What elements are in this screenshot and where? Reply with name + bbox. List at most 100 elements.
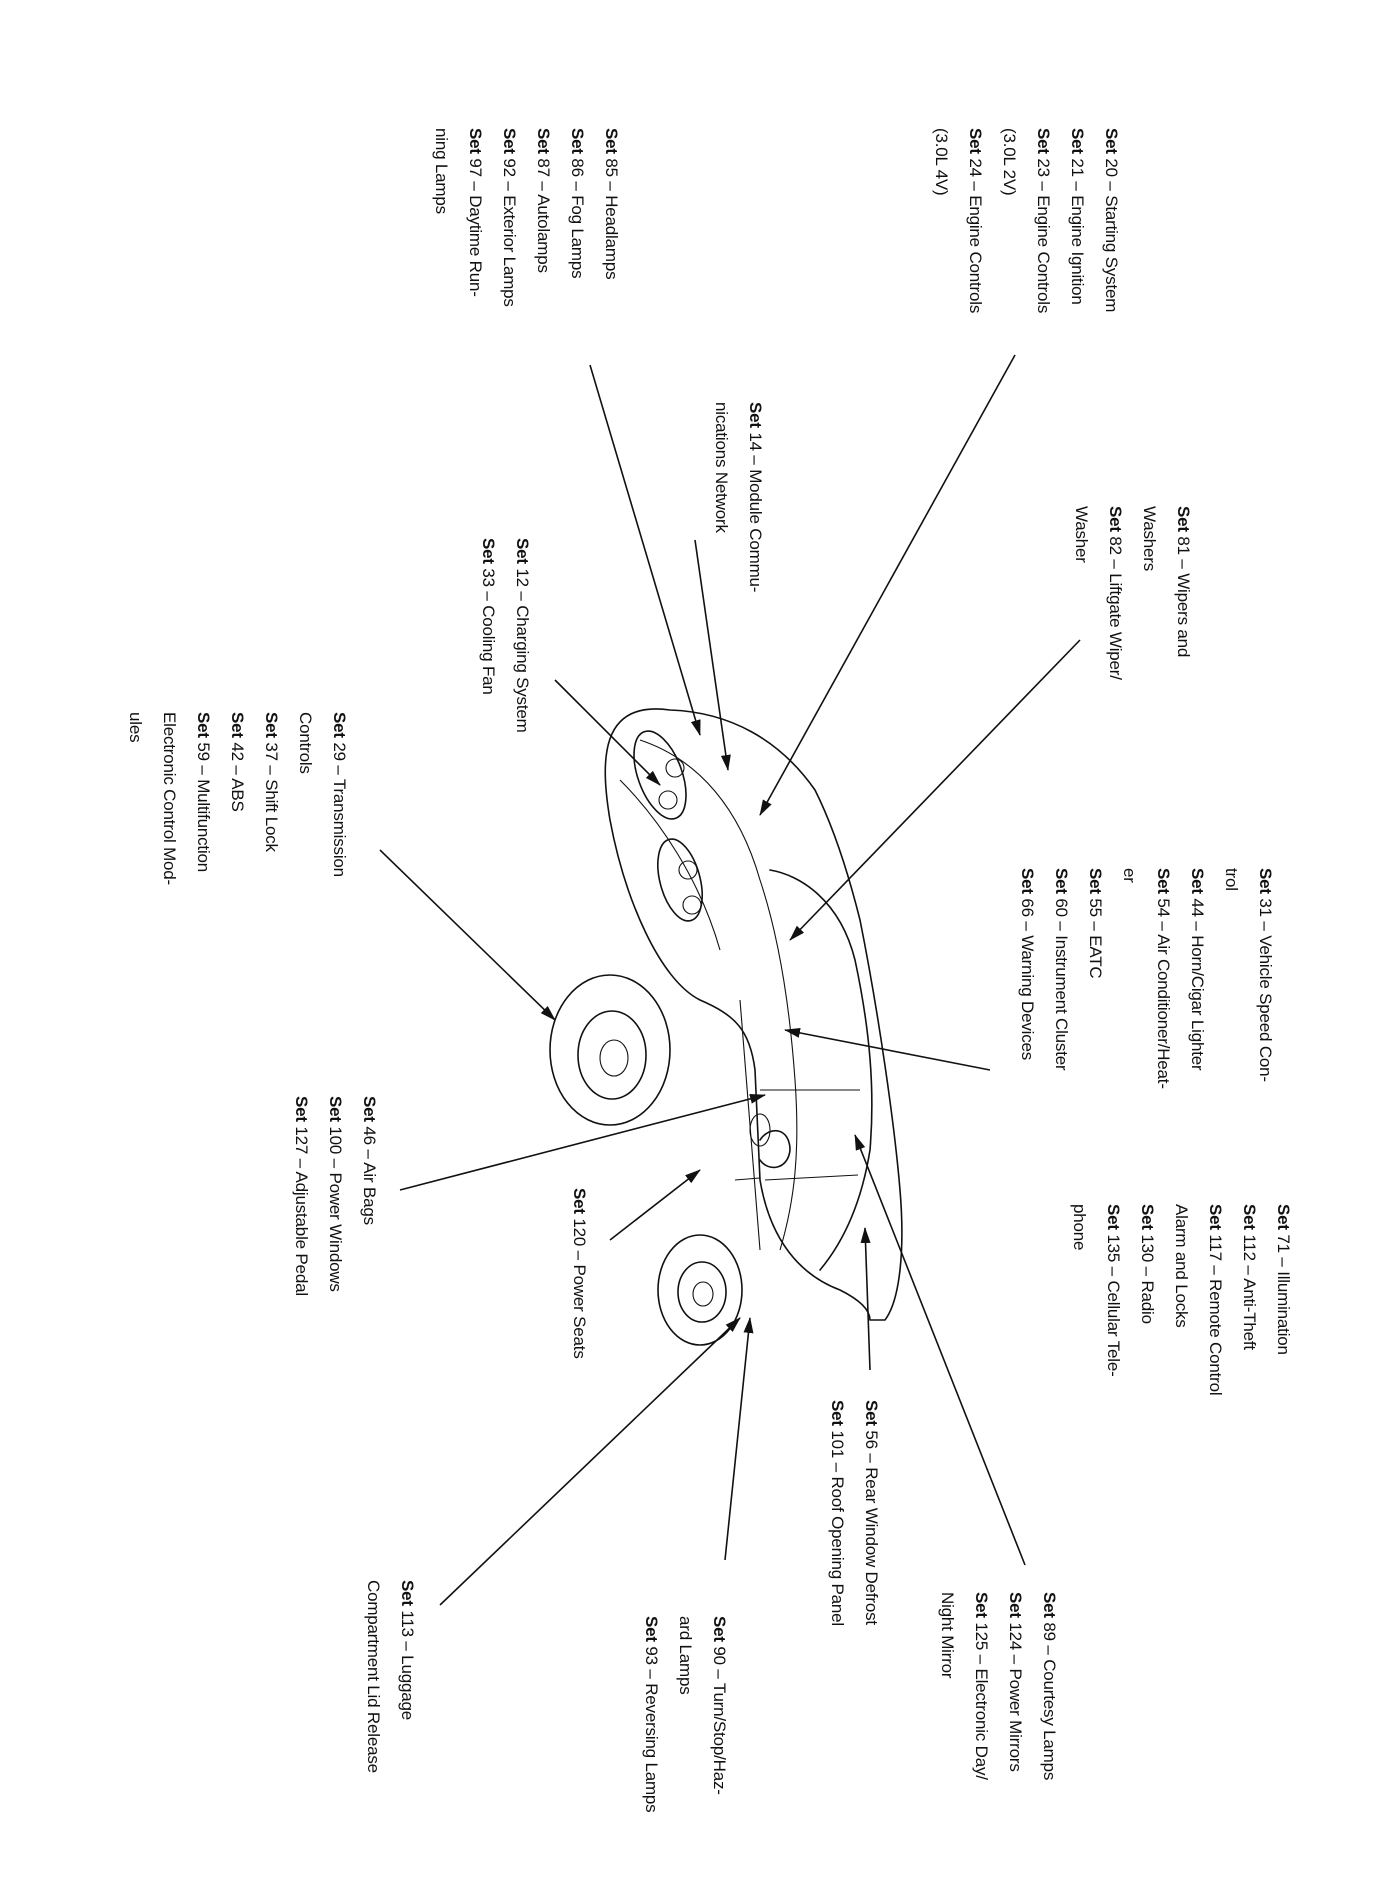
set-prefix: Set: [1018, 868, 1037, 894]
label-line: Set 29 – Transmission: [322, 712, 356, 885]
label-line: Set 89 – Courtesy Lamps: [1032, 1592, 1066, 1780]
set-description: (3.0L 4V): [932, 128, 951, 196]
label-line: Set 12 – Charging System: [505, 538, 539, 733]
set-description: 44 – Horn/Cigar Lighter: [1188, 893, 1207, 1071]
label-line: Alarm and Locks: [1164, 1204, 1198, 1395]
set-description: er: [1120, 868, 1139, 883]
label-line: Set 120 – Power Seats: [562, 1188, 596, 1359]
set-prefix: Set: [1256, 868, 1275, 894]
set-prefix: Set: [1274, 1204, 1293, 1230]
set-prefix: Set: [1052, 868, 1071, 894]
label-line: Set 55 – EATC: [1078, 868, 1112, 1089]
label-line: Set 56 – Rear Window Defrost: [854, 1400, 888, 1626]
set-description: Night Mirror: [938, 1592, 957, 1679]
label-line: Washers: [1132, 506, 1166, 680]
set-prefix: Set: [326, 1096, 345, 1122]
label-line: Set 97 – Daytime Run-: [458, 128, 492, 307]
label-line: Set 87 – Autolamps: [526, 128, 560, 307]
label-line: Set 31 – Vehicle Speed Con-: [1248, 868, 1282, 1089]
set-prefix: Set: [710, 1616, 729, 1642]
leader-lines: [379, 354, 1081, 1606]
label-line: Set 112 – Anti-Theft: [1232, 1204, 1266, 1395]
set-description: 29 – Transmission: [330, 737, 349, 877]
leader-g1: [759, 354, 1016, 816]
leader-g6: [379, 849, 556, 1021]
label-line: Set 21 – Engine Ignition: [1060, 128, 1094, 313]
label-line: Set 86 – Fog Lamps: [560, 128, 594, 307]
set-prefix: Set: [194, 712, 213, 738]
leader-g9: [399, 1093, 766, 1191]
set-description: nications Network: [712, 402, 731, 533]
set-prefix: Set: [1138, 1204, 1157, 1230]
label-line: Set 130 – Radio: [1130, 1204, 1164, 1395]
set-description: 101 – Roof Opening Panel: [828, 1425, 847, 1626]
set-description: Controls: [296, 712, 315, 774]
label-line: Set 33 – Cooling Fan: [471, 538, 505, 733]
label-line: Set 82 – Liftgate Wiper/: [1098, 506, 1132, 680]
set-prefix: Set: [1068, 128, 1087, 154]
set-description: 124 – Power Mirrors: [1006, 1617, 1025, 1772]
label-line: Set 100 – Power Windows: [318, 1096, 352, 1296]
set-prefix: Set: [360, 1096, 379, 1122]
set-description: 89 – Courtesy Lamps: [1040, 1617, 1059, 1781]
set-description: 31 – Vehicle Speed Con-: [1256, 893, 1275, 1082]
set-prefix: Set: [1174, 506, 1193, 532]
leader-g14: [439, 1317, 741, 1606]
set-description: 130 – Radio: [1138, 1229, 1157, 1324]
set-prefix: Set: [513, 538, 532, 564]
set-prefix: Set: [1086, 868, 1105, 894]
label-line: Night Mirror: [930, 1592, 964, 1780]
set-description: 21 – Engine Ignition: [1068, 153, 1087, 305]
set-description: 82 – Liftgate Wiper/: [1106, 531, 1125, 680]
set-description: 54 – Air Conditioner/Heat-: [1154, 893, 1173, 1089]
label-line: Set 124 – Power Mirrors: [998, 1592, 1032, 1780]
label-line: Set 20 – Starting System: [1094, 128, 1128, 313]
label-line: (3.0L 4V): [924, 128, 958, 313]
label-line: Compartment Lid Release: [356, 1580, 390, 1773]
label-line: phone: [1062, 1204, 1096, 1395]
label-line: ules: [118, 712, 152, 885]
set-prefix: Set: [972, 1592, 991, 1618]
label-line: Set 135 – Cellular Tele-: [1096, 1204, 1130, 1395]
label-line: Set 46 – Air Bags: [352, 1096, 386, 1296]
label-line: Set 127 – Adjustable Pedal: [284, 1096, 318, 1296]
set-description: Compartment Lid Release: [364, 1580, 383, 1773]
label-line: Set 125 – Electronic Day/: [964, 1592, 998, 1780]
label-line: Set 14 – Module Commu-: [738, 402, 772, 592]
label-group-defrost: Set 56 – Rear Window Defrost Set 101 – Ro…: [820, 1400, 888, 1626]
label-line: Set 54 – Air Conditioner/Heat-: [1146, 868, 1180, 1089]
set-prefix: Set: [500, 128, 519, 154]
set-description: 127 – Adjustable Pedal: [292, 1121, 311, 1296]
set-prefix: Set: [1106, 506, 1125, 532]
set-description: Washers: [1140, 506, 1159, 572]
set-prefix: Set: [602, 128, 621, 154]
set-prefix: Set: [398, 1580, 417, 1606]
set-prefix: Set: [466, 128, 485, 154]
set-description: Alarm and Locks: [1172, 1204, 1191, 1328]
set-description: 37 – Shift Lock: [262, 737, 281, 852]
set-description: ules: [126, 712, 145, 743]
set-description: 125 – Electronic Day/: [972, 1617, 991, 1780]
label-line: Set 60 – Instrument Cluster: [1044, 868, 1078, 1089]
label-line: trol: [1214, 868, 1248, 1089]
set-prefix: Set: [1206, 1204, 1225, 1230]
set-description: (3.0L 2V): [1000, 128, 1019, 196]
set-description: ning Lamps: [432, 128, 451, 214]
label-line: Set 59 – Multifunction: [186, 712, 220, 885]
label-line: Set 71 – Illumination: [1266, 1204, 1300, 1395]
set-prefix: Set: [330, 712, 349, 738]
set-description: 117 – Remote Control: [1206, 1229, 1225, 1396]
set-prefix: Set: [828, 1400, 847, 1426]
set-description: 90 – Turn/Stop/Haz-: [710, 1641, 729, 1795]
label-line: er: [1112, 868, 1146, 1089]
set-description: 14 – Module Commu-: [746, 427, 765, 593]
leader-g2: [589, 364, 701, 736]
set-description: 55 – EATC: [1086, 893, 1105, 979]
label-line: Set 66 – Warning Devices: [1010, 868, 1044, 1089]
